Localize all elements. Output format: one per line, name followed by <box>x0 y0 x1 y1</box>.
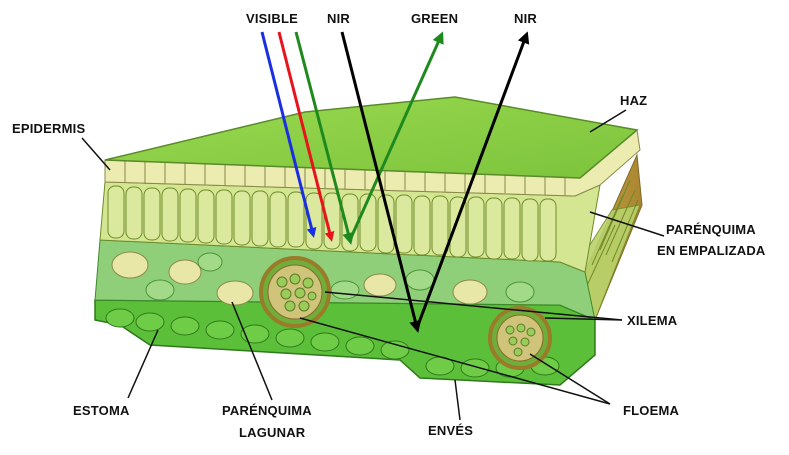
label-parenquima-empalizada-line1: PARÉNQUIMA <box>666 222 756 238</box>
label-xilema: XILEMA <box>627 313 677 329</box>
label-visible: VISIBLE <box>246 11 298 27</box>
label-floema: FLOEMA <box>623 403 679 419</box>
label-haz: HAZ <box>620 93 647 109</box>
label-epidermis: EPIDERMIS <box>12 121 85 137</box>
leader-enves <box>455 380 460 420</box>
label-enves: ENVÉS <box>428 423 473 439</box>
vascular-bundle-right <box>490 308 550 368</box>
label-green: GREEN <box>411 11 458 27</box>
label-estoma: ESTOMA <box>73 403 130 419</box>
label-nir-reflected: NIR <box>514 11 537 27</box>
label-parenquima-lagunar-line1: PARÉNQUIMA <box>222 403 312 419</box>
label-nir-incident: NIR <box>327 11 350 27</box>
label-parenquima-empalizada-line2: EN EMPALIZADA <box>657 243 766 259</box>
label-parenquima-lagunar-line2: LAGUNAR <box>239 425 305 441</box>
vascular-bundle-center <box>261 258 329 326</box>
leader-epidermis <box>82 138 110 170</box>
